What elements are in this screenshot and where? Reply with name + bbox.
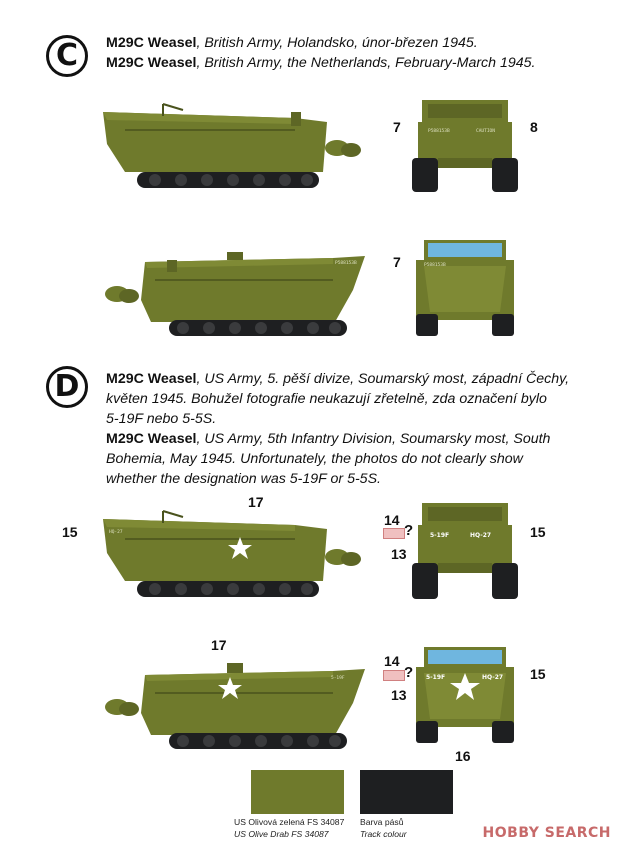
section-d-caption-cz-1: M29C Weasel, US Army, 5. pěší divize, So… (106, 369, 569, 389)
unit-marking: 5-19F (426, 674, 445, 681)
caption-text: , US Army, 5th Infantry Division, Soumar… (196, 431, 551, 447)
caption-text: 5-19F nebo 5-5S. (106, 411, 217, 427)
callout-8: 8 (530, 119, 538, 135)
star-insignia-icon (450, 673, 480, 700)
callout-13: 13 (391, 687, 407, 703)
section-d-caption-cz-2: květen 1945. Bohužel fotografie neukazuj… (106, 389, 547, 409)
section-c-caption-en: M29C Weasel, British Army, the Netherlan… (106, 53, 536, 73)
section-c-badge: C (46, 35, 88, 77)
section-d-caption-en-2: Bohemia, May 1945. Unfortunately, the ph… (106, 449, 523, 469)
star-insignia-icon (218, 677, 242, 699)
swatch-track-label-cz: Barva pásů (360, 817, 404, 827)
section-d-caption-cz-3: 5-19F nebo 5-5S. (106, 409, 216, 429)
caution-marking: CAUTION (476, 128, 495, 134)
unit-marking: 5-19F (430, 532, 449, 539)
callout-17: 17 (248, 494, 264, 510)
caption-vehicle-name: M29C Weasel (106, 55, 197, 71)
d-front-view: 5-19F HQ-27 (412, 503, 518, 599)
caption-text: , British Army, Holandsko, únor-březen 1… (196, 35, 478, 51)
serial-marking: P588153B (424, 262, 446, 268)
uncertain-marking-icon: ? (404, 522, 414, 539)
swatch-track-colour (360, 770, 453, 814)
alt-marking-chip (383, 670, 405, 681)
c-side-view-right (103, 103, 361, 188)
alt-marking-chip (383, 528, 405, 539)
swatch-olive-drab (251, 770, 344, 814)
callout-13: 13 (391, 546, 407, 562)
section-d-badge: D (46, 366, 88, 408)
swatch-track-label-en: Track colour (360, 829, 407, 839)
swatch-olive-label-en: US Olive Drab FS 34087 (234, 829, 329, 839)
d-side-view-right: HQ-27 (103, 510, 361, 597)
d-side-view-left: 5-19F (105, 663, 365, 749)
watermark-text: HOBBY SEARCH (482, 825, 611, 841)
callout-16: 16 (455, 748, 471, 764)
serial-marking: P588153B (335, 260, 357, 266)
caption-text: Bohemia, May 1945. Unfortunately, the ph… (106, 451, 523, 467)
caption-text: whether the designation was 5-19F or 5-5… (106, 471, 381, 487)
caption-text: květen 1945. Bohužel fotografie neukazuj… (106, 391, 547, 407)
callout-15: 15 (530, 666, 546, 682)
callout-14: 14 (384, 512, 400, 528)
c-front-view: P588153B CAUTION (412, 100, 518, 192)
caption-vehicle-name: M29C Weasel (106, 431, 197, 447)
watermark-logo: HOBBY SEARCH (483, 825, 611, 841)
section-d-caption-en-3: whether the designation was 5-19F or 5-5… (106, 469, 381, 489)
callout-7: 7 (393, 119, 401, 135)
callout-17: 17 (211, 637, 227, 653)
callout-15: 15 (530, 524, 546, 540)
callout-14: 14 (384, 653, 400, 669)
section-d-caption-en-1: M29C Weasel, US Army, 5th Infantry Divis… (106, 429, 550, 449)
caption-vehicle-name: M29C Weasel (106, 35, 197, 51)
caption-text: , US Army, 5. pěší divize, Soumarský mos… (196, 371, 570, 387)
star-insignia-icon (228, 537, 252, 559)
caption-vehicle-name: M29C Weasel (106, 371, 197, 387)
serial-marking: P588153B (428, 128, 450, 134)
callout-7: 7 (393, 254, 401, 270)
uncertain-marking-icon: ? (404, 664, 414, 681)
c-rear-view: P588153B (416, 240, 514, 336)
d-rear-view: 5-19F HQ-27 (416, 647, 514, 743)
hq-marking: HQ-27 (482, 674, 503, 681)
swatch-olive-label-cz: US Olivová zelená FS 34087 (234, 817, 345, 827)
hq-marking: HQ-27 (470, 532, 491, 539)
callout-15: 15 (62, 524, 78, 540)
unit-marking: 5-19F (331, 675, 345, 681)
section-c-caption-cz: M29C Weasel, British Army, Holandsko, ún… (106, 33, 478, 53)
c-side-view-left: P588153B (105, 252, 365, 336)
caption-text: , British Army, the Netherlands, Februar… (196, 55, 536, 71)
hq-marking: HQ-27 (109, 529, 123, 535)
